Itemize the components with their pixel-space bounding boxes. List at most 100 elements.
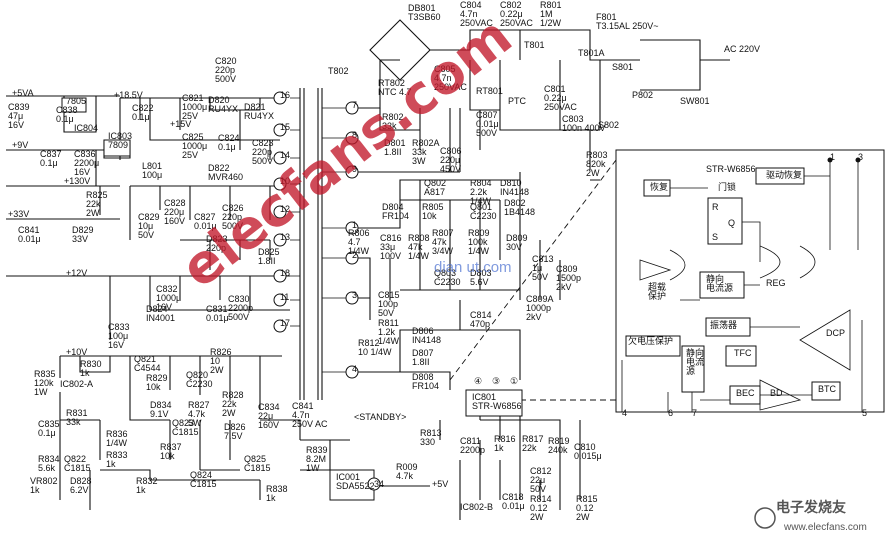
component-label: 15 <box>280 122 290 132</box>
component-label: RT801 <box>476 86 503 96</box>
footer-url: www.elecfans.com <box>783 522 867 533</box>
component-label: +33V <box>8 209 29 219</box>
component-label: 静向电流源 <box>686 347 704 376</box>
component-label: SW801 <box>680 96 710 106</box>
component-label: +9V <box>12 140 28 150</box>
component-label: +130V <box>64 176 90 186</box>
component-label: 门锁 <box>718 181 736 192</box>
component-label: +15V <box>170 119 191 129</box>
ic804-box <box>61 97 87 113</box>
ic-boxes <box>61 97 885 501</box>
component-label: AC 220V <box>724 44 760 54</box>
component-label: 驱动恢复 <box>766 169 802 180</box>
ic803-box <box>103 139 131 157</box>
component-label: 7 <box>692 408 697 418</box>
component-label: BTC <box>818 384 837 394</box>
component-label: +18.5V <box>114 90 143 100</box>
ic001-pin-34 <box>367 477 381 491</box>
component-label: 18 <box>280 268 290 278</box>
component-label: ③ <box>492 376 500 386</box>
component-label: <STANDBY> <box>354 412 406 422</box>
component-label: 恢复 <box>650 181 668 192</box>
component-label: 3 <box>352 290 357 300</box>
transformer-t802 <box>273 91 359 379</box>
component-label: 14 <box>280 150 290 160</box>
ic801-box <box>465 389 523 417</box>
component-label: T802 <box>328 66 349 76</box>
component-label: STR-W6856 <box>706 164 756 174</box>
component-label: IC802-B <box>460 502 493 512</box>
component-label: 10 <box>280 176 290 186</box>
component-label: 17 <box>280 318 290 328</box>
component-label: R <box>712 202 719 212</box>
component-label: 静向电流源 <box>706 273 733 293</box>
component-label: 11 <box>280 292 289 302</box>
component-label: 3 <box>858 152 863 162</box>
component-label: P802 <box>632 90 653 100</box>
component-label: BD <box>770 388 783 398</box>
component-label: +5V <box>432 479 448 489</box>
component-label: REG <box>766 278 786 288</box>
component-label: TFC <box>734 348 752 358</box>
component-label: S <box>712 232 718 242</box>
component-label: 4 <box>622 408 627 418</box>
component-label: IC802-A <box>60 379 93 389</box>
